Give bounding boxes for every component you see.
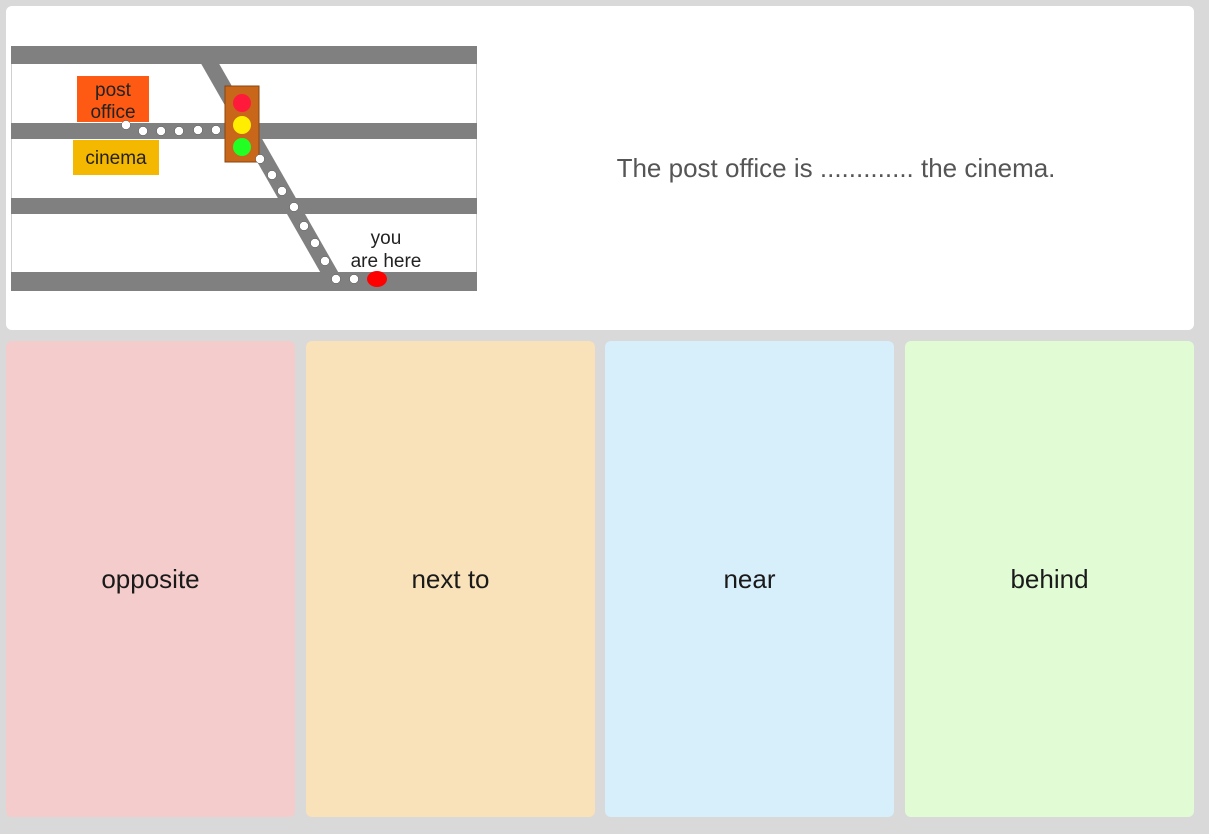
answer-behind-button[interactable]: behind [905, 341, 1194, 817]
route-dots [121, 120, 359, 284]
answer-next-to-button[interactable]: next to [306, 341, 595, 817]
answer-opposite-button[interactable]: opposite [6, 341, 295, 817]
you-label-line2: are here [351, 251, 422, 272]
map-image: post office cinema you [11, 46, 477, 291]
traffic-light-green [233, 138, 251, 156]
you-are-here-marker-icon [367, 271, 387, 287]
answer-label: next to [411, 563, 490, 594]
answer-label: opposite [101, 563, 200, 594]
cinema-label: cinema [85, 148, 147, 169]
question-card: post office cinema you [6, 6, 1194, 330]
answer-label: near [723, 563, 776, 594]
cinema-building [73, 140, 159, 175]
post-office-label-line1: post [95, 80, 132, 101]
answer-label: behind [1010, 563, 1089, 594]
answer-near-button[interactable]: near [605, 341, 894, 817]
road-third [11, 198, 477, 214]
road-bottom [11, 272, 477, 291]
road-top [11, 46, 477, 64]
question-text: The post office is ............. the cin… [616, 152, 1056, 183]
post-office-label-line2: office [90, 102, 135, 123]
traffic-light-yellow [233, 116, 251, 134]
you-label-line1: you [371, 228, 402, 249]
traffic-light-red [233, 94, 251, 112]
answer-options: opposite next to near behind [6, 341, 1194, 817]
post-office-building [77, 76, 149, 122]
